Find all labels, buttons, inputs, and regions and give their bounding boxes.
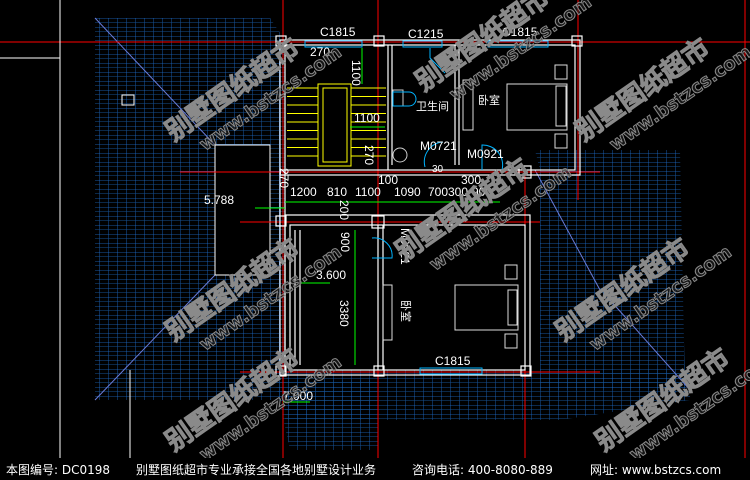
dimension-text: 270 — [310, 45, 330, 59]
window-label: C1215 — [408, 27, 444, 41]
dimension-text: 1100 — [355, 185, 381, 199]
drawing-number: 本图编号: DC0198 — [6, 463, 111, 477]
footer-bar: 本图编号: DC0198 别墅图纸超市专业承接全国各地别墅设计业务 咨询电话: … — [0, 458, 750, 480]
dimension-lines — [255, 48, 500, 403]
grid-lines-white — [0, 0, 131, 458]
dimension-text: 3380 — [337, 300, 351, 327]
dimension-text: 810 — [327, 185, 347, 199]
dimension-text: 100 — [378, 173, 398, 187]
furniture — [382, 64, 568, 349]
dimension-text: 900 — [472, 185, 492, 199]
website-link[interactable]: 网址: www.bstzcs.com — [590, 463, 722, 477]
slogan: 别墅图纸超市专业承接全国各地别墅设计业务 — [136, 463, 377, 477]
dimension-text: 1200 — [290, 185, 317, 199]
room-label-bedroom: 卧室 — [399, 300, 413, 322]
window-label: C1815 — [320, 25, 356, 39]
elevation-label: 5.788 — [204, 193, 234, 207]
axis-grid — [0, 0, 750, 458]
dimension-text: 700 — [428, 185, 448, 199]
roof-hatch — [94, 17, 691, 450]
room-label-bedroom: 卧室 — [478, 93, 500, 107]
dimension-text: 300 — [448, 185, 468, 199]
dimension-text: 300 — [461, 173, 481, 187]
fixtures — [371, 48, 504, 259]
walls — [275, 35, 583, 377]
dimension-text: 1100 — [349, 60, 363, 86]
dimension-text: 900 — [338, 232, 352, 252]
room-label-bathroom: 卫生间 — [416, 99, 449, 113]
stairs — [287, 83, 386, 167]
dimension-text: 200 — [337, 200, 351, 220]
elevation-label: 7.000 — [283, 389, 313, 403]
dimension-text: 30 — [432, 164, 444, 175]
windows — [304, 40, 549, 375]
window-label: C1815 — [502, 25, 538, 39]
dimension-text: 270 — [277, 168, 291, 188]
window-label: C1815 — [435, 354, 471, 368]
door-label: M0721 — [420, 139, 457, 153]
dimension-text: 1100 — [354, 111, 380, 125]
dimension-text: 270 — [362, 145, 376, 165]
phone: 咨询电话: 400-8080-889 — [412, 463, 553, 477]
door-label: M0921 — [398, 228, 412, 265]
elevation-label: 3.600 — [316, 268, 346, 282]
door-label: M0921 — [467, 147, 504, 161]
dimension-text: 1090 — [394, 185, 421, 199]
